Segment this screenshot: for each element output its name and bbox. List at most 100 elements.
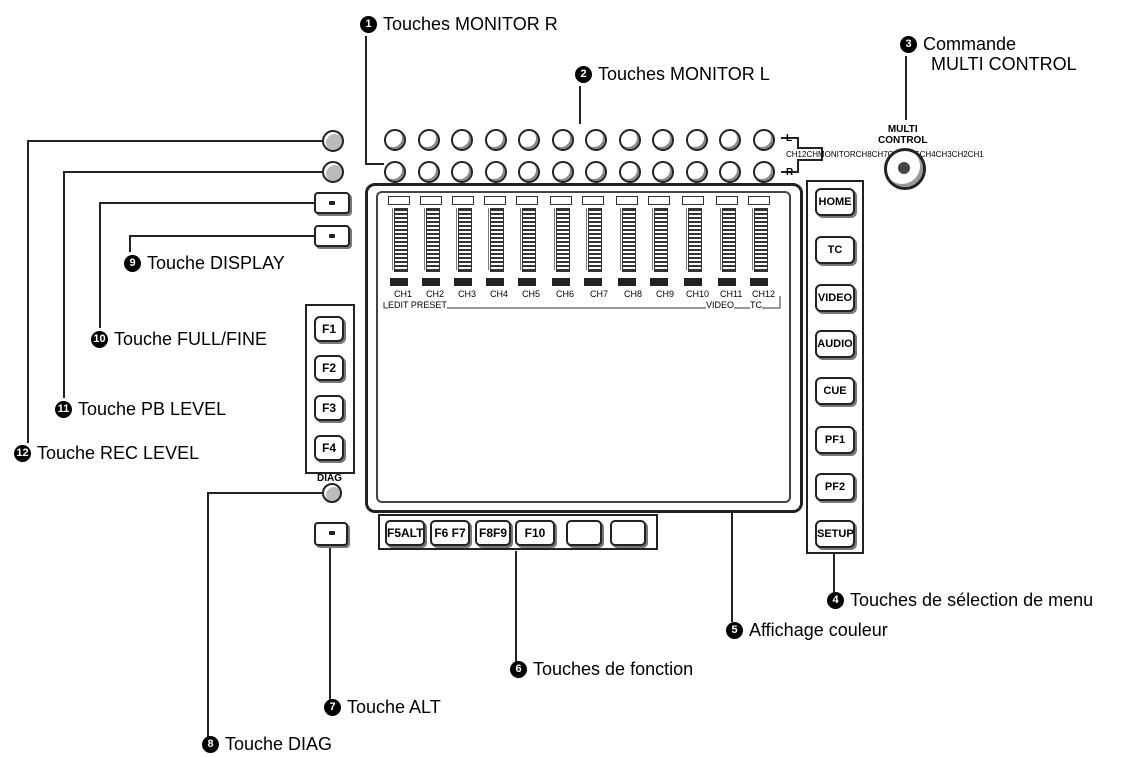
full-fine-button[interactable]	[314, 192, 350, 214]
monitor-l-button[interactable]	[685, 129, 708, 151]
leader-line-10	[99, 202, 314, 328]
tc-key[interactable]: TC	[815, 236, 855, 264]
leader-line-1	[365, 36, 384, 165]
color-display[interactable]	[376, 191, 791, 503]
monitor-r-button[interactable]	[752, 161, 775, 183]
meter-header	[682, 196, 704, 205]
menu-keys-frame	[806, 180, 864, 554]
pb-level-button[interactable]	[322, 161, 344, 183]
channel-label: CH4	[490, 289, 509, 299]
monitor-r-button[interactable]	[484, 161, 507, 183]
audio-key[interactable]: AUDIO	[815, 330, 855, 358]
callout-text: Affichage couleur	[749, 620, 888, 640]
audio-meter	[480, 196, 512, 296]
monitor-l-button[interactable]	[719, 129, 741, 151]
callout-pb-level: 11 Touche PB LEVEL	[55, 399, 226, 419]
meter-bar	[654, 208, 668, 272]
f3-key[interactable]: F3	[314, 395, 344, 421]
meter-scale	[546, 208, 555, 270]
meter-header	[748, 196, 770, 205]
monitor-l-button[interactable]	[451, 129, 473, 151]
callout-text: Touches MONITOR L	[598, 64, 770, 84]
f4-key[interactable]: F4	[314, 435, 344, 461]
callout-text: Touche ALT	[347, 697, 441, 717]
home-key[interactable]: HOME	[815, 188, 855, 216]
monitor-r-button[interactable]	[685, 161, 708, 183]
audio-meter	[416, 196, 448, 296]
monitor-r-button[interactable]	[585, 161, 607, 183]
callout-text: Touche REC LEVEL	[37, 443, 200, 463]
channel-label: CH10	[686, 289, 710, 299]
meter-scale	[448, 208, 457, 270]
tc-label: TC	[750, 300, 762, 310]
monitor-l-button[interactable]	[585, 129, 607, 151]
monitor-l-button[interactable]	[384, 129, 406, 151]
f2-key[interactable]: F2	[314, 355, 344, 381]
f6-f7-key[interactable]: F6 F7	[430, 520, 470, 546]
callout-diag: 8 Touche DIAG	[202, 734, 332, 754]
monitor-l-button[interactable]	[518, 129, 540, 151]
function-key-blank[interactable]	[610, 520, 646, 546]
meter-scale	[512, 208, 521, 270]
monitor-r-button[interactable]	[384, 161, 406, 183]
monitor-l-button[interactable]	[484, 129, 507, 151]
monitor-r-button[interactable]	[652, 161, 674, 183]
audio-meter	[512, 196, 544, 296]
callout-text: Touches MONITOR R	[383, 14, 558, 34]
callout-monitor-l: 2 Touches MONITOR L	[575, 64, 770, 84]
meter-bar	[722, 208, 736, 272]
f5-alt-key[interactable]: F5ALT	[385, 520, 425, 546]
monitor-r-button[interactable]	[551, 161, 574, 183]
audio-meter	[744, 196, 776, 296]
meter-bar	[754, 208, 768, 272]
callout-text: Touche DISPLAY	[147, 253, 285, 273]
monitor-r-button[interactable]	[719, 161, 741, 183]
callout-number: 12	[14, 444, 31, 462]
pf2-key[interactable]: PF2	[815, 473, 855, 501]
monitor-l-button[interactable]	[618, 129, 641, 151]
multi-control-knob[interactable]	[884, 148, 926, 190]
monitor-r-button[interactable]	[451, 161, 473, 183]
monitor-r-button[interactable]	[618, 161, 641, 183]
meter-indicator	[584, 278, 602, 286]
alt-button[interactable]	[314, 522, 348, 546]
meter-indicator	[422, 278, 440, 286]
video-key[interactable]: VIDEO	[815, 284, 855, 312]
callout-text: Touche FULL/FINE	[114, 329, 268, 349]
meter-bar	[522, 208, 536, 272]
meter-scale	[678, 208, 687, 270]
monitor-l-button[interactable]	[752, 129, 775, 151]
rec-level-button[interactable]	[322, 130, 344, 152]
channel-label: CH8	[624, 289, 643, 299]
monitor-l-button[interactable]	[417, 129, 440, 151]
leader-line-9	[129, 235, 314, 252]
monitor-r-button[interactable]	[417, 161, 440, 183]
callout-text-line2: MULTI CONTROL	[931, 54, 1077, 74]
callout-color-display: 5 Affichage couleur	[726, 620, 888, 640]
leader-line-11	[63, 171, 322, 398]
meter-scale	[416, 208, 425, 270]
monitor-r-button[interactable]	[518, 161, 540, 183]
setup-key[interactable]: SETUP	[815, 520, 855, 548]
diag-button[interactable]	[322, 483, 342, 503]
monitor-l-button[interactable]	[551, 129, 574, 151]
diag-label: DIAG	[317, 473, 342, 484]
meter-indicator	[618, 278, 636, 286]
monitor-l-label: L	[786, 133, 793, 144]
meter-bar	[490, 208, 504, 272]
f10-key[interactable]: F10	[515, 520, 555, 546]
video-label: VIDEO	[706, 300, 735, 310]
monitor-l-button[interactable]	[652, 129, 674, 151]
audio-meter	[384, 196, 416, 296]
f8-f9-key[interactable]: F8F9	[475, 520, 511, 546]
f1-key[interactable]: F1	[314, 316, 344, 342]
pf1-key[interactable]: PF1	[815, 426, 855, 454]
display-button[interactable]	[314, 225, 350, 247]
cue-key[interactable]: CUE	[815, 377, 855, 405]
callout-text: Touche DIAG	[225, 734, 333, 754]
function-key-blank[interactable]	[566, 520, 602, 546]
leader-line-8	[207, 492, 322, 738]
edit-preset-bracket	[383, 302, 550, 309]
meter-indicator	[718, 278, 736, 286]
